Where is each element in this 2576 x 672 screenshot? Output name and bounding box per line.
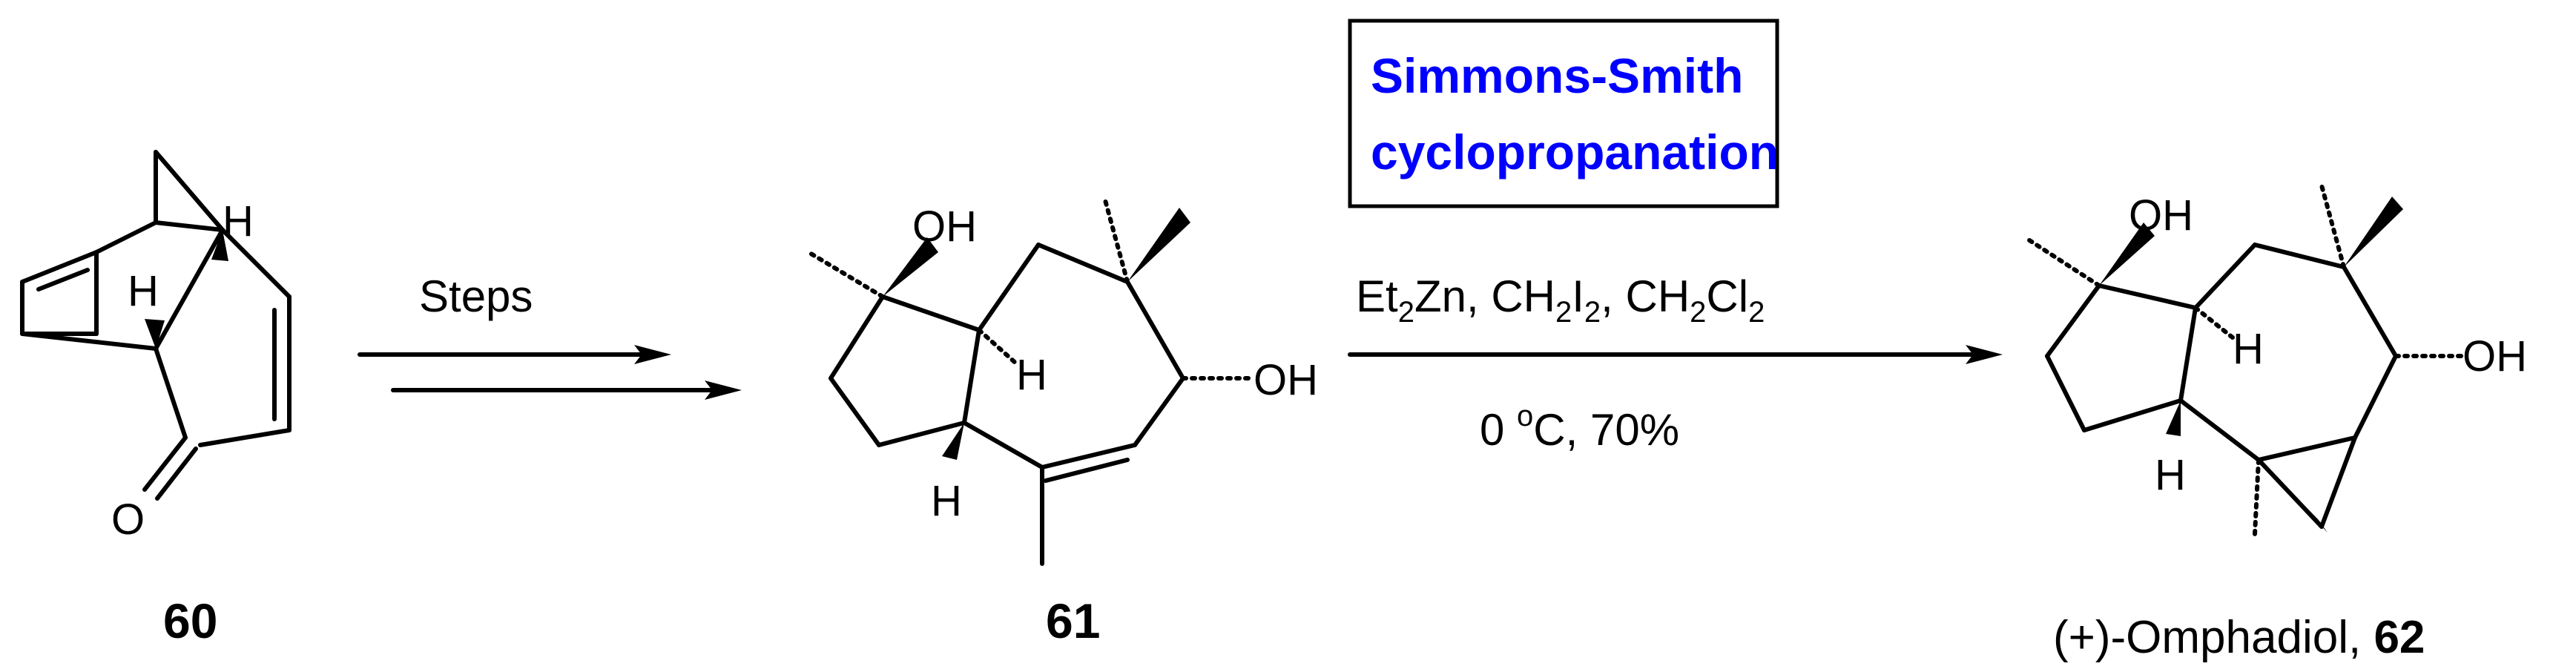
c62-oh-top: OH <box>2129 191 2193 240</box>
c62-h-ring: H <box>2233 325 2264 373</box>
box-line-2: cyclopropanation <box>1371 125 1779 179</box>
c62-oh-right: OH <box>2463 332 2527 381</box>
steps-arrow <box>358 345 742 400</box>
reagents-label: Et2Zn, CH2I2, CH2Cl2 <box>1356 271 1765 329</box>
compound-62-structure <box>2023 183 2465 536</box>
c60-h-mid: H <box>128 267 159 315</box>
c60-h-top: H <box>223 197 254 246</box>
c62-h-bottom: H <box>2155 451 2186 499</box>
c61-oh-top: OH <box>912 202 977 251</box>
compound-60-structure <box>20 150 291 501</box>
simmons-smith-box <box>1348 19 1779 208</box>
compound-62-label: (+)-Omphadiol, 62 <box>2053 612 2425 663</box>
conditions-label: 0 oC, 70% <box>1480 400 1679 455</box>
compound-61-structure <box>806 198 1256 566</box>
steps-label: Steps <box>419 271 533 321</box>
compound-61-label: 61 <box>1046 593 1100 648</box>
c61-oh-right: OH <box>1254 356 1318 404</box>
compound-60-label: 60 <box>163 593 217 648</box>
reaction-arrow <box>1348 345 2003 364</box>
c61-h-ring: H <box>1016 351 1047 399</box>
box-line-1: Simmons-Smith <box>1371 48 1743 103</box>
c60-ketone-o: O <box>111 495 145 544</box>
c61-h-bottom: H <box>931 477 962 525</box>
